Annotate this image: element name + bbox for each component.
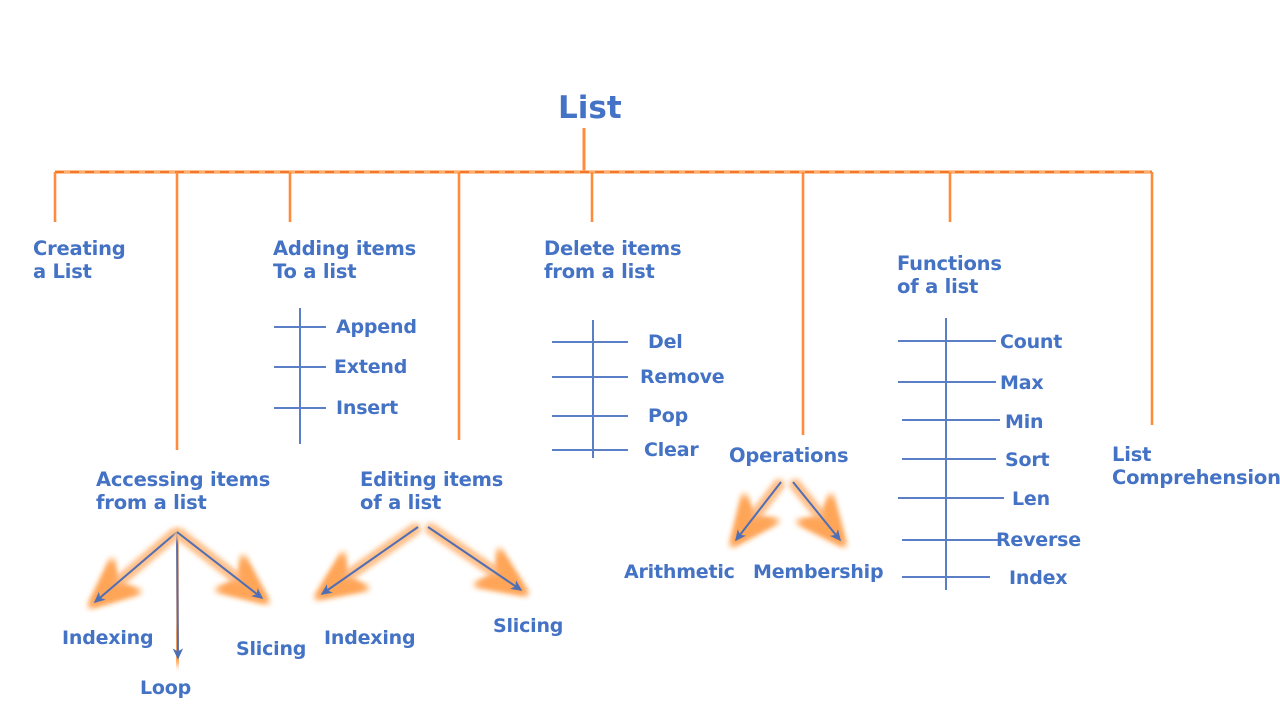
- ladder-delete-items: [552, 320, 628, 458]
- leaf-label-remove[interactable]: Remove: [640, 366, 725, 388]
- leaf-label-membership[interactable]: Membership: [753, 561, 884, 583]
- leaf-label-insert[interactable]: Insert: [336, 397, 399, 419]
- branch-label-editing-items[interactable]: Editing items of a list: [360, 468, 504, 514]
- leaf-label-clear[interactable]: Clear: [644, 439, 699, 461]
- leaf-label-extend[interactable]: Extend: [334, 356, 408, 378]
- leaf-label-editing-indexing[interactable]: Indexing: [324, 627, 416, 649]
- leaf-label-del[interactable]: Del: [648, 331, 683, 353]
- arrows-operations: [730, 479, 846, 547]
- leaf-label-accessing-slicing[interactable]: Slicing: [236, 638, 307, 660]
- leaf-label-pop[interactable]: Pop: [648, 405, 688, 427]
- branch-label-creating-a-list[interactable]: Creating a List: [33, 237, 126, 283]
- leaf-label-sort[interactable]: Sort: [1005, 449, 1050, 471]
- leaf-label-min[interactable]: Min: [1005, 411, 1044, 433]
- branch-label-delete-items[interactable]: Delete items from a list: [544, 237, 682, 283]
- leaf-label-reverse[interactable]: Reverse: [996, 529, 1081, 551]
- branch-label-functions[interactable]: Functions of a list: [897, 252, 1002, 298]
- root-title: List: [558, 90, 622, 126]
- leaf-label-accessing-indexing[interactable]: Indexing: [62, 627, 154, 649]
- leaf-label-count[interactable]: Count: [1000, 331, 1063, 353]
- arrows-editing-items: [315, 524, 528, 599]
- branch-label-accessing-items[interactable]: Accessing items from a list: [96, 468, 271, 514]
- branch-label-operations[interactable]: Operations: [729, 444, 849, 467]
- leaf-label-accessing-loop[interactable]: Loop: [140, 677, 192, 699]
- ladder-functions: [898, 318, 1004, 590]
- leaf-label-arithmetic[interactable]: Arithmetic: [624, 561, 735, 583]
- leaf-label-index[interactable]: Index: [1009, 567, 1068, 589]
- branch-label-adding-items[interactable]: Adding items To a list: [273, 237, 417, 283]
- branch-label-list-comprehension[interactable]: List Comprehension: [1112, 443, 1280, 489]
- leaf-label-max[interactable]: Max: [1000, 372, 1044, 394]
- leaf-label-len[interactable]: Len: [1012, 488, 1050, 510]
- leaf-label-editing-slicing[interactable]: Slicing: [493, 615, 564, 637]
- ladder-adding-items: [274, 308, 326, 444]
- leaf-label-append[interactable]: Append: [336, 316, 417, 338]
